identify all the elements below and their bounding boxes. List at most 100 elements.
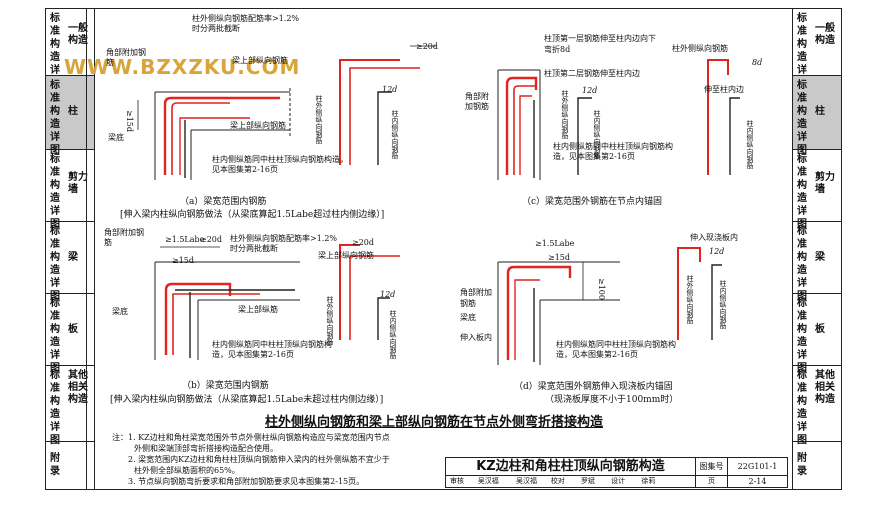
a-inner-rebar — [171, 102, 230, 175]
right-tab-column[interactable]: 标准构造详图 柱 — [793, 76, 841, 156]
title-block-signatures: 审核 吴汉福 吴汉福 校对 罗斌 设计 徐莉 — [446, 476, 696, 487]
a-right-detail-bar3 — [377, 91, 392, 165]
notes: 注：1. KZ边柱和角柱梁宽范围外节点外侧柱纵向钢筋构造应与梁宽范围内节点 外侧… — [112, 432, 442, 487]
a-label-12d: 12d — [382, 85, 398, 94]
right-tab-slab-sub: 板 — [815, 324, 825, 335]
a-label-col-outer: 柱外侧纵向钢筋 — [315, 95, 323, 144]
right-tab-other[interactable]: 标准构造详图 其他相关构造 — [793, 366, 841, 446]
left-tab-other-sub: 其他相关构造 — [68, 370, 88, 405]
b-label-corner-bar: 角部附加钢筋 — [104, 228, 144, 247]
left-tab-slab-sub: 板 — [68, 324, 78, 335]
c-far-inner-bar — [729, 97, 740, 175]
a-label-20d: ≥20d — [416, 42, 439, 51]
b-label-12d: 12d — [380, 290, 396, 299]
note-line-1: 注：1. KZ边柱和角柱梁宽范围外节点外侧柱纵向钢筋构造应与梁宽范围内节点 — [112, 433, 390, 442]
right-tab-appendix-main: 附录 — [797, 453, 807, 477]
left-tab-shearwall-sub: 剪力墙 — [68, 172, 88, 195]
diagram-a — [137, 45, 436, 180]
check-label: 校对 — [550, 477, 565, 485]
watermark: WWW.BZXZKU.COM — [64, 55, 301, 79]
a-corner-rebar — [179, 117, 250, 175]
right-tab-beam-main: 标准构造详图 — [797, 226, 807, 302]
review-label: 审核 — [450, 477, 464, 485]
left-tab-other[interactable]: 标准构造详图 其他相关构造 — [46, 366, 94, 446]
d-label-15labe: ≥1.5Labe — [535, 239, 575, 248]
right-index-column: 标准构造详图 一般构造 标准构造详图 柱 标准构造详图 剪力墙 标准构造详图 梁… — [792, 8, 842, 490]
main-heading: 柱外侧纵向钢筋和梁上部纵向钢筋在节点外侧弯折搭接构造 — [265, 415, 604, 430]
b-label-beam-top-right: 梁上部纵向钢筋 — [318, 251, 374, 260]
right-tab-slab-main: 标准构造详图 — [797, 298, 807, 374]
a-label-column-inner: 柱内侧纵筋同中柱柱顶纵向钢筋构造，见本图集第2-16页 — [212, 155, 348, 174]
note-line-5: 3. 节点纵向钢筋弯折要求和角部附加钢筋要求见本图集第2-15页。 — [128, 477, 365, 486]
a-label-beam-top-inner: 梁上部纵向钢筋 — [230, 121, 286, 130]
b-label-beam-bottom: 梁底 — [112, 307, 128, 316]
left-tab-column-main: 标准构造详图 — [50, 80, 60, 156]
b-label-15labe: ≥1.5Labe — [165, 235, 205, 244]
title-block-atlas-no: 22G101-1 — [728, 458, 787, 476]
c-far-detail-bar — [707, 59, 729, 175]
b-right-detail-bar2 — [349, 255, 400, 340]
d-label-corner-bar: 角部附加钢筋 — [460, 288, 492, 308]
d-corner-rebar — [514, 279, 540, 360]
note-line-3: 2. 梁宽范围内KZ边柱和角柱柱顶纵向钢筋伸入梁内的柱外侧纵筋不宜少于 — [128, 455, 390, 464]
b-right-detail-bar3 — [377, 297, 390, 340]
left-tab-appendix[interactable]: 附录 — [46, 442, 94, 489]
b-subcaption: [伸入梁内柱纵向钢筋做法（从梁底算起1.5Labe未超过柱内侧边缘）] — [110, 395, 384, 405]
d-far-detail-bar — [677, 247, 701, 340]
right-tab-shearwall-sub: 剪力墙 — [815, 172, 835, 195]
d-label-column-inner: 柱内侧纵筋同中柱柱顶纵向钢筋构造，见本图集第2-16页 — [556, 340, 676, 359]
left-tab-other-main: 标准构造详图 — [50, 370, 60, 446]
diagram-b — [154, 244, 400, 360]
c-corner-bar — [519, 95, 532, 175]
reviewer: 吴汉福 — [477, 477, 499, 485]
d-label-12d: 12d — [709, 247, 725, 256]
b-label-ratio-note: 柱外侧纵向钢筋配筋率>1.2%时分两批截断 — [230, 234, 338, 253]
note-line-2: 外侧和梁端顶部弯折搭接构造配合使用。 — [134, 444, 278, 453]
b-label-col-outer: 柱外侧纵向钢筋 — [326, 296, 334, 345]
c-first-layer-bar — [505, 76, 538, 175]
right-tab-shearwall-main: 标准构造详图 — [797, 154, 807, 230]
right-tab-shearwall[interactable]: 标准构造详图 剪力墙 — [793, 150, 841, 230]
right-tab-other-sub: 其他相关构造 — [815, 370, 835, 405]
c-label-12d: 12d — [582, 86, 598, 95]
a-caption: （a）梁宽范围内钢筋 — [180, 197, 267, 207]
d-label-into-slab: 伸入板内 — [460, 333, 492, 342]
a-label-beam-top: 梁上部纵向钢筋 — [232, 56, 288, 65]
title-block-title: KZ边柱和角柱柱顶纵向钢筋构造 — [446, 458, 696, 476]
page-no: 2-14 — [748, 477, 767, 486]
left-tab-shearwall[interactable]: 标准构造详图 剪力墙 — [46, 150, 94, 230]
b-label-20d: ≥20d — [200, 235, 223, 244]
c-label-column-inner: 柱内侧纵筋同中柱柱顶纵向钢筋构造，见本图集第2-16页 — [553, 142, 673, 161]
right-tab-slab[interactable]: 标准构造详图 板 — [793, 294, 841, 374]
page-label: 页 — [696, 476, 728, 487]
b-label-column-inner: 柱内侧纵筋同中柱柱顶纵向钢筋构造，见本图集第2-16页 — [212, 340, 332, 359]
b-label-15d: ≥15d — [172, 256, 195, 265]
b-outer-rebar — [164, 282, 232, 355]
d-label-100: ≥100 — [597, 278, 606, 300]
c-right-detail-bar — [577, 97, 592, 175]
c-label-col-outer: 柱外侧纵向钢筋 — [561, 90, 569, 139]
left-tab-slab[interactable]: 标准构造详图 板 — [46, 294, 94, 374]
b-inner-rebar — [172, 293, 260, 355]
d-far-inner-bar — [711, 264, 722, 340]
a-outer-rebar — [163, 96, 280, 175]
a-label-corner-bar: 角部附加钢筋 — [106, 48, 146, 67]
left-tab-beam-sub: 梁 — [68, 252, 78, 263]
a-label-beam-bottom: 梁底 — [108, 133, 124, 142]
c-label-col-inner: 柱内侧纵向钢筋 — [593, 110, 601, 159]
checker: 罗斌 — [580, 477, 595, 485]
right-tab-beam[interactable]: 标准构造详图 梁 — [793, 222, 841, 302]
designer: 徐莉 — [641, 477, 656, 485]
title-block-atlas-label: 图集号 — [696, 458, 728, 476]
diagram-c — [497, 59, 740, 180]
note-line-4: 柱外侧全部纵筋面积的65%。 — [134, 466, 240, 475]
left-tab-appendix-main: 附录 — [50, 453, 60, 477]
b-right-detail-bar1 — [339, 244, 360, 340]
d-label-col-outer: 柱外侧纵向钢筋 — [686, 275, 694, 324]
right-tab-appendix[interactable]: 附录 — [793, 442, 841, 489]
d-caption: （d）梁宽范围外钢筋伸入现浇板内锚固 — [514, 382, 673, 392]
left-tab-beam[interactable]: 标准构造详图 梁 — [46, 222, 94, 302]
left-tab-shearwall-main: 标准构造详图 — [50, 154, 60, 230]
b-label-beam-top: 梁上部纵筋 — [238, 305, 278, 314]
